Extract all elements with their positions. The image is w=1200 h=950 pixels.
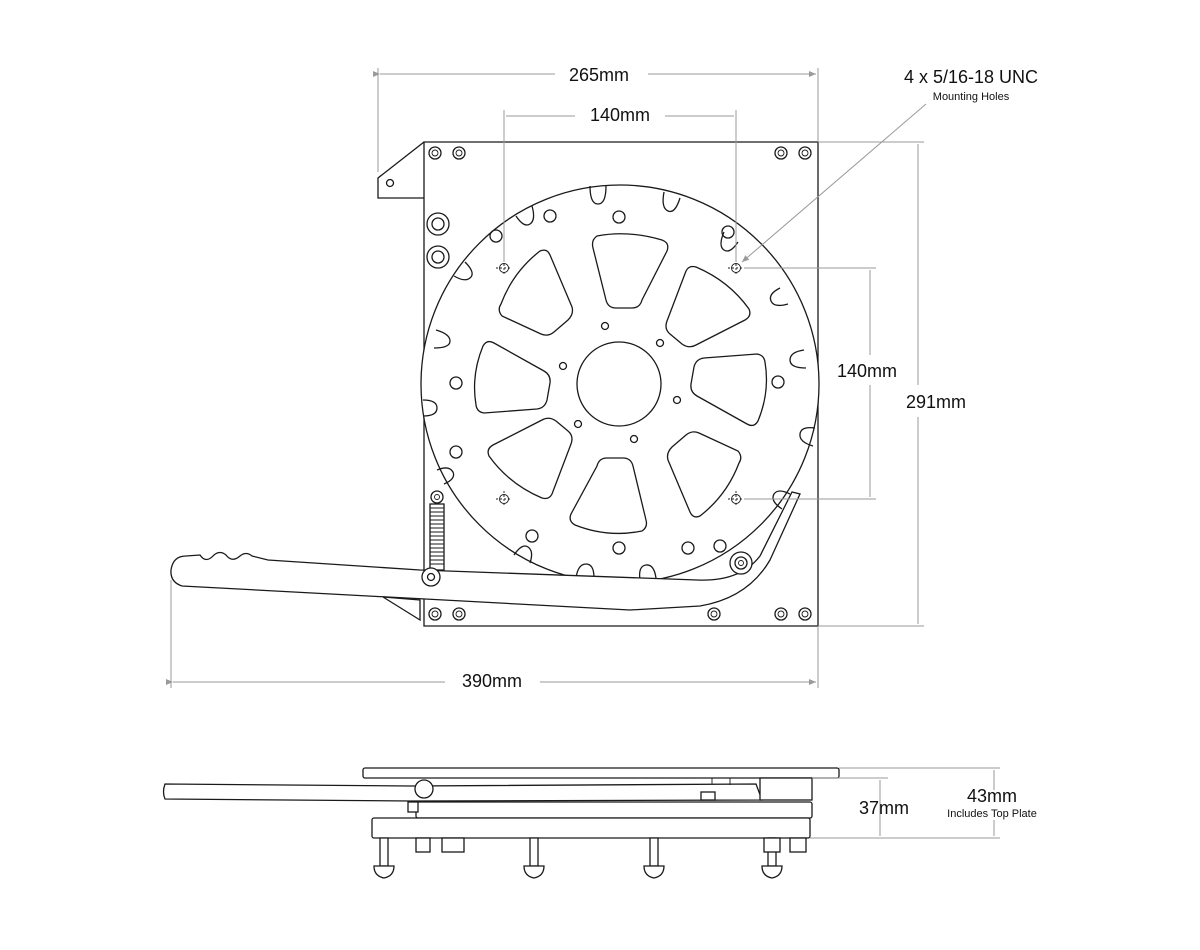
lever-handle — [170, 491, 801, 611]
bolts — [373, 837, 807, 879]
bracket-tab — [377, 141, 425, 199]
height-dim-label: 291mm — [906, 392, 966, 412]
rim-notches — [422, 185, 816, 581]
disc-holes — [449, 209, 785, 555]
side-total-height-label: 43mm — [967, 786, 1017, 806]
corner-holes — [428, 146, 812, 621]
pivot-bushing — [729, 551, 753, 575]
dimension-lines — [166, 68, 927, 688]
side-total-height-sub: Includes Top Plate — [947, 808, 1037, 820]
side-height-label: 37mm — [859, 798, 909, 818]
side-dimension-lines — [810, 767, 1000, 839]
top-plate — [362, 767, 840, 779]
side-handle — [162, 783, 763, 802]
bolt-spacing-h-label: 140mm — [590, 105, 650, 125]
mounting-holes-label: 4 x 5/16-18 UNC — [904, 67, 1038, 87]
width-dim-label: 265mm — [569, 65, 629, 85]
return-spring — [429, 490, 445, 571]
bolt-spacing-v-label: 140mm — [837, 361, 897, 381]
overall-width-label: 390mm — [462, 671, 522, 691]
top-view — [170, 141, 820, 627]
rotating-disc — [420, 184, 820, 584]
mid-plate — [415, 801, 813, 819]
mounting-holes-sub: Mounting Holes — [933, 91, 1010, 103]
mounting-holes — [496, 260, 744, 507]
center-hub — [576, 341, 662, 427]
spoke-cutouts — [473, 233, 768, 535]
side-view — [162, 767, 840, 879]
side-base-plate — [371, 817, 811, 839]
